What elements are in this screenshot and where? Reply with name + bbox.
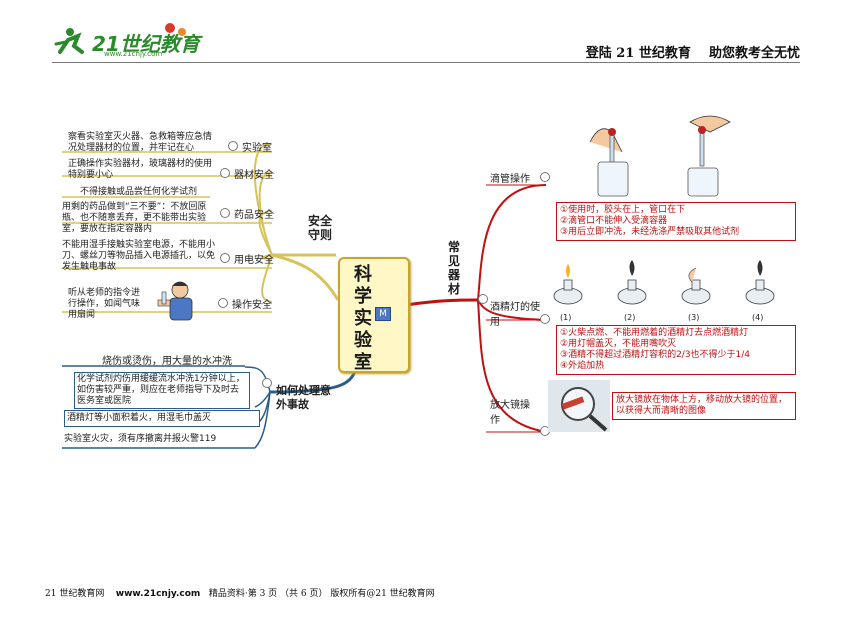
lamp-step: (4) bbox=[752, 313, 764, 322]
collapse-node-icon[interactable] bbox=[540, 314, 550, 324]
collapse-node-icon[interactable] bbox=[220, 253, 230, 263]
lamp-step: (1) bbox=[560, 313, 572, 322]
lamp-notes: ①火柴点燃、不能用燃着的酒精灯去点燃酒精灯 ②用灯帽盖灭，不能用嘴吹灭 ③酒精不… bbox=[556, 325, 796, 375]
page-footer: 21 世纪教育网 www.21cnjy.com 精品资料·第 3 页 （共 6 … bbox=[45, 586, 435, 599]
collapse-node-icon[interactable] bbox=[220, 208, 230, 218]
collapse-node-icon[interactable] bbox=[218, 298, 228, 308]
accident-item: 酒精灯等小面积着火，用湿毛巾盖灭 bbox=[64, 410, 260, 427]
safety-item-label: 操作安全 bbox=[232, 300, 272, 311]
dropper-label: 滴管操作 bbox=[490, 174, 530, 185]
lamp-illustration bbox=[546, 254, 786, 316]
logo-text: 21世纪教育 bbox=[92, 32, 200, 56]
accident-item: 实验室火灾，须有序撤离并报火警119 bbox=[64, 434, 217, 444]
collapse-node-icon[interactable] bbox=[540, 172, 550, 182]
safety-item-text: 察看实验室灭火器、急救箱等应急情况处理器材的位置，并牢记在心 bbox=[68, 132, 213, 153]
student-illustration bbox=[150, 278, 202, 326]
dropper-illustration bbox=[580, 112, 756, 202]
collapse-node-icon[interactable] bbox=[220, 168, 230, 178]
safety-item-label: 药品安全 bbox=[234, 210, 274, 221]
safety-item-text: 不得接触或品尝任何化学试剂 bbox=[80, 187, 198, 197]
center-title: 科学实验室 bbox=[354, 264, 372, 373]
footer-url: www.21cnjy.com bbox=[115, 589, 201, 599]
dropper-note: ①使用时，胶头在上，管口在下 bbox=[560, 205, 686, 215]
collapse-node-icon[interactable] bbox=[228, 141, 238, 151]
magnifier-notes: 放大镜放在物体上方，移动放大镜的位置，以获得大而清晰的图像 bbox=[612, 392, 796, 420]
safety-item-label: 器材安全 bbox=[234, 170, 274, 181]
map-badge-icon: M bbox=[375, 307, 391, 321]
lamp-label: 酒精灯的使用 bbox=[490, 302, 540, 328]
lamp-step: (2) bbox=[624, 313, 636, 322]
lamp-note: ④外焰加热 bbox=[560, 361, 605, 371]
safety-item-text: 不能用湿手接触实验室电源，不能用小刀、螺丝刀等物品插入电源插孔，以免发生触电事故 bbox=[62, 240, 216, 272]
logo bbox=[52, 22, 202, 62]
branch-accident-title: 如何处理意外事故 bbox=[276, 384, 331, 411]
dropper-note: ③用后立即冲洗，未经洗涤严禁吸取其他试剂 bbox=[560, 227, 740, 237]
slogan-left: 登陆 21 世纪教育 bbox=[585, 46, 691, 61]
accident-item: 化学试剂灼伤用缓缓流水冲洗1分钟以上，如伤害较严重，则应在老师指导下及时去医务室… bbox=[74, 372, 250, 409]
collapse-node-icon[interactable] bbox=[478, 294, 488, 304]
safety-item-text: 正确操作实验器材，玻璃器材的使用特别要小心 bbox=[68, 159, 213, 180]
footer-info: 精品资料·第 3 页 （共 6 页） 版权所有@21 世纪教育网 bbox=[208, 589, 435, 599]
center-node[interactable] bbox=[338, 257, 410, 373]
safety-item-label: 实验室 bbox=[242, 143, 272, 154]
branch-equipment-title: 常见器材 bbox=[448, 240, 461, 296]
dropper-note: ②滴管口不能伸入受滴容器 bbox=[560, 216, 668, 226]
slogan-right: 助您教考全无忧 bbox=[708, 46, 800, 61]
lamp-note: ①火柴点燃、不能用燃着的酒精灯去点燃酒精灯 bbox=[560, 328, 749, 338]
logo-url: www.21cnjy.com bbox=[104, 50, 163, 58]
safety-item-label: 用电安全 bbox=[234, 255, 274, 266]
magnifier-note: 放大镜放在物体上方，移动放大镜的位置，以获得大而清晰的图像 bbox=[616, 395, 788, 416]
accident-item: 烧伤或烫伤，用大量的水冲洗 bbox=[102, 356, 232, 367]
lamp-step: (3) bbox=[688, 313, 700, 322]
lamp-note: ②用灯帽盖灭，不能用嘴吹灭 bbox=[560, 339, 677, 349]
runner-logo-icon bbox=[54, 23, 186, 54]
footer-site: 21 世纪教育网 bbox=[45, 589, 105, 599]
safety-item-text: 听从老师的指令进行操作，如闻气味用扇闻 bbox=[68, 288, 141, 320]
magnifier-photo bbox=[548, 380, 610, 432]
dropper-notes: ①使用时，胶头在上，管口在下 ②滴管口不能伸入受滴容器 ③用后立即冲洗，未经洗涤… bbox=[556, 202, 796, 241]
safety-item-text: 用剩的药品做到“三不要”：不放回原瓶、也不随意丢弃，更不能带出实验室，要放在指定… bbox=[62, 202, 207, 234]
branch-safety-title: 安全守则 bbox=[308, 214, 333, 242]
magnifier-label: 放大镜操作 bbox=[490, 400, 530, 426]
lamp-note: ③酒精不得超过酒精灯容积的2/3也不得少于1/4 bbox=[560, 350, 751, 360]
collapse-node-icon[interactable] bbox=[262, 378, 272, 388]
header-slogan: 登陆 21 世纪教育 助您教考全无忧 bbox=[586, 42, 800, 61]
header-divider bbox=[52, 62, 800, 63]
